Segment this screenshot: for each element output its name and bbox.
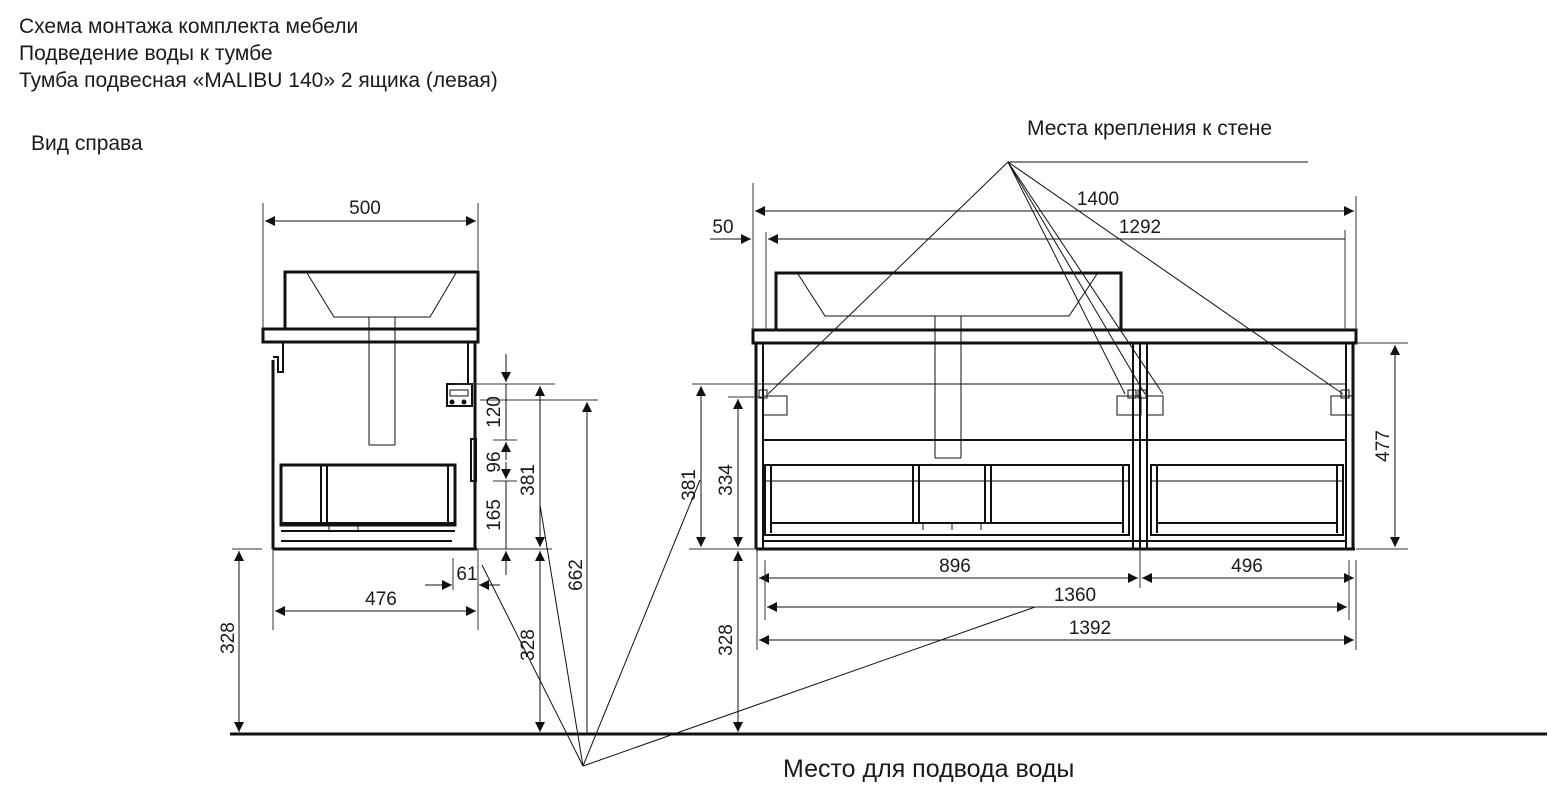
dim-496: 496 <box>1231 556 1263 577</box>
side-view-dimensions: 500 476 61 120 96 165 381 328 662 <box>218 198 598 734</box>
dim-1360: 1360 <box>1054 585 1096 606</box>
title-line-1: Схема монтажа комплекта мебели <box>19 15 359 38</box>
front-view-cabinet <box>751 271 1358 551</box>
dim-1400: 1400 <box>1077 189 1119 210</box>
dim-662: 662 <box>566 559 587 591</box>
dim-477: 477 <box>1373 430 1394 462</box>
dim-50: 50 <box>712 217 733 238</box>
dim-120: 120 <box>484 396 505 428</box>
dim-381-side: 381 <box>518 464 539 496</box>
dim-165: 165 <box>484 499 505 531</box>
dim-381-front: 381 <box>679 469 700 501</box>
wall-mount-leaders <box>767 161 1344 395</box>
dim-896: 896 <box>939 556 971 577</box>
dim-328-side-left: 328 <box>218 622 239 654</box>
dim-61: 61 <box>456 564 477 585</box>
dim-96: 96 <box>484 451 505 472</box>
side-view-title: Вид справа <box>31 132 143 155</box>
front-view-dimensions: 1400 1292 50 896 496 1360 1392 381 334 <box>679 183 1408 732</box>
dim-328-front: 328 <box>716 624 737 656</box>
title-line-2: Подведение воды к тумбе <box>19 42 273 65</box>
water-supply-callout: Место для подвода воды <box>783 755 1075 783</box>
wall-mount-callout: Места крепления к стене <box>1027 117 1273 140</box>
title-line-3: Тумба подвесная «MALIBU 140» 2 ящика (ле… <box>19 69 498 92</box>
dim-334: 334 <box>716 464 737 496</box>
water-supply-leaders <box>481 479 1036 767</box>
dim-328-side-right: 328 <box>518 629 539 661</box>
dim-500: 500 <box>349 198 381 219</box>
dim-1292: 1292 <box>1119 217 1161 238</box>
side-view-cabinet <box>261 270 480 551</box>
dim-1392: 1392 <box>1069 618 1111 639</box>
dim-476: 476 <box>365 589 397 610</box>
